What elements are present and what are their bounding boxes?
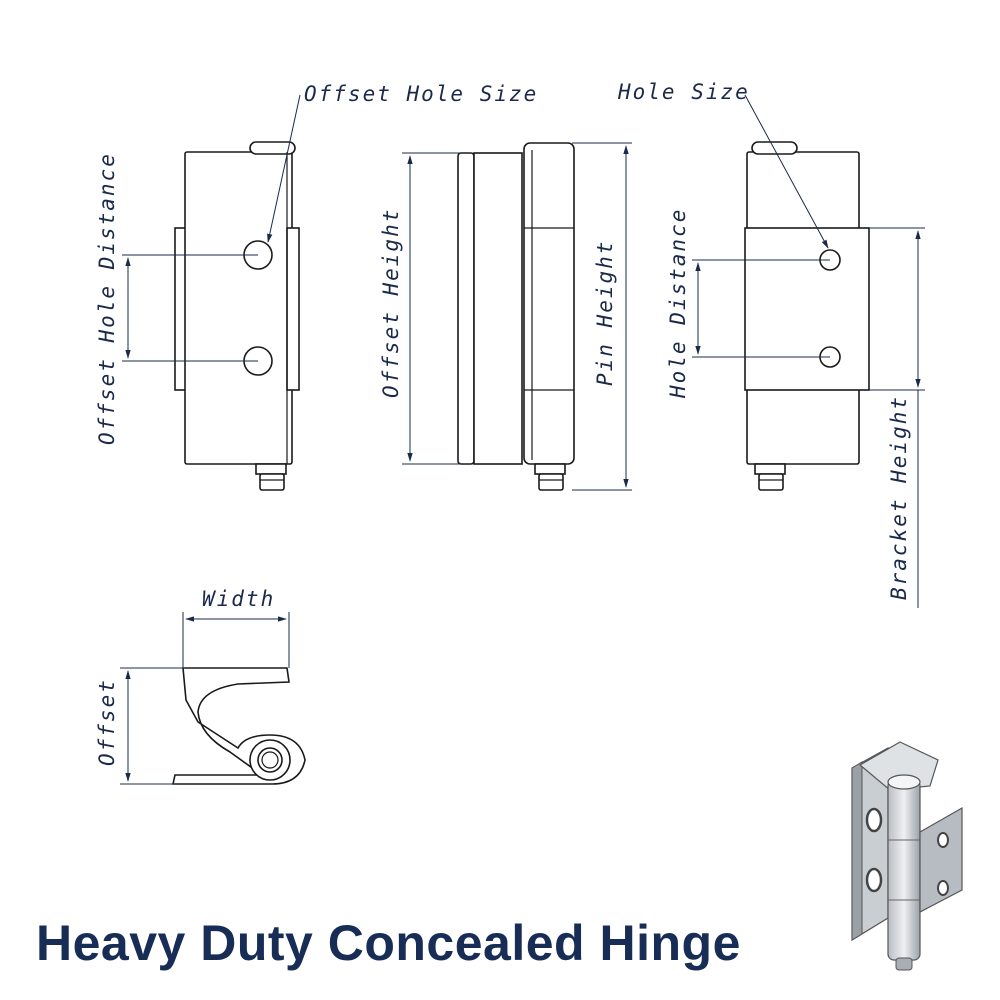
offset-hole-size-label: Offset Hole Size <box>304 82 538 106</box>
page-title: Heavy Duty Concealed Hinge <box>36 915 741 971</box>
hinge-3d-render <box>851 741 963 971</box>
profile-view <box>172 667 306 785</box>
offset-height-label: Offset Height <box>379 208 403 398</box>
hole-distance-label: Hole Distance <box>666 208 690 399</box>
pin-height-label: Pin Height <box>593 240 617 386</box>
hole-size-label: Hole Size <box>617 80 750 104</box>
offset-hole-distance-label: Offset Hole Distance <box>95 152 119 445</box>
offset-leaf-view <box>174 141 300 491</box>
bracket-height-label: Bracket Height <box>887 395 911 600</box>
offset-label: Offset <box>95 678 119 766</box>
dimensions <box>120 94 925 785</box>
bracket-leaf-view <box>744 141 870 491</box>
width-label: Width <box>202 587 275 611</box>
front-view <box>457 142 575 491</box>
